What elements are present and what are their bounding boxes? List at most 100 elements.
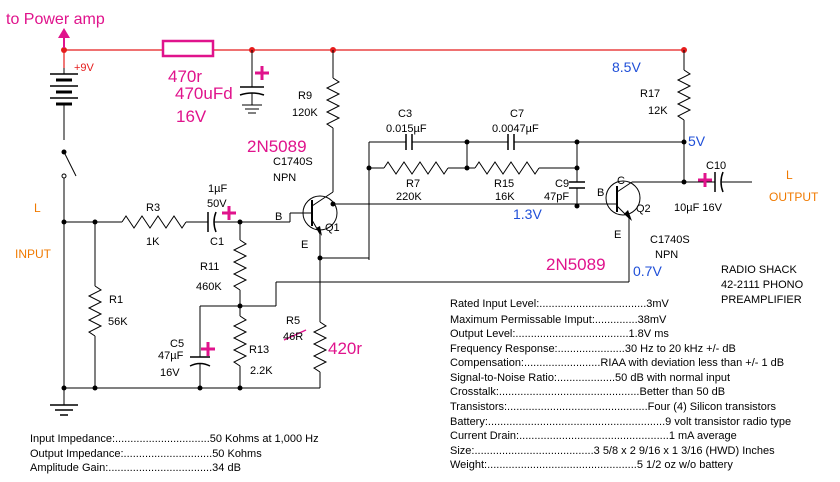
q2-collector-label: C bbox=[617, 175, 625, 187]
power-switch bbox=[61, 149, 77, 388]
r1-value: 56K bbox=[108, 316, 128, 328]
c7-value: 0.0047µF bbox=[492, 123, 539, 135]
c7-label: C7 bbox=[510, 108, 524, 120]
output-channel-label: L bbox=[786, 168, 793, 182]
r15-label: R15 bbox=[494, 178, 514, 190]
capacitor-c10 bbox=[684, 171, 752, 193]
voltage-5v: 5V bbox=[688, 133, 706, 149]
c9-label: C9 bbox=[555, 178, 569, 190]
r7-label: R7 bbox=[406, 178, 420, 190]
resistor-r5 bbox=[283, 258, 328, 388]
c5-value-1: 47µF bbox=[158, 350, 184, 362]
battery-symbol bbox=[50, 68, 78, 140]
r15-value: 16K bbox=[495, 191, 515, 203]
input-label: INPUT bbox=[15, 247, 52, 261]
spec-line: Current Drain:..........................… bbox=[450, 430, 737, 442]
resistor-r1 bbox=[87, 222, 103, 388]
c1-value-2: 50V bbox=[207, 198, 227, 210]
c5-value-2: 16V bbox=[160, 367, 180, 379]
q2-polarity-label: NPN bbox=[655, 249, 678, 261]
polarity-markers bbox=[201, 66, 712, 356]
r3-label: R3 bbox=[146, 202, 160, 214]
q2-label: Q2 bbox=[636, 203, 651, 215]
feedback-network bbox=[366, 134, 684, 260]
title-line-1: RADIO SHACK bbox=[721, 264, 797, 276]
spec-line: Transistors:............................… bbox=[450, 401, 776, 413]
r11-value: 460K bbox=[196, 281, 222, 293]
voltage-1-3v: 1.3V bbox=[513, 206, 542, 222]
plus-9v-label: +9V bbox=[74, 62, 95, 74]
c1-value-1: 1µF bbox=[208, 183, 227, 195]
spec-line: Signal-to-Noise Ratio:..................… bbox=[450, 372, 730, 384]
c10-label: C10 bbox=[706, 160, 726, 172]
r7-value: 220K bbox=[396, 191, 422, 203]
r9-value: 120K bbox=[292, 107, 318, 119]
resistor-r9 bbox=[325, 50, 341, 192]
transistor-q1 bbox=[290, 191, 369, 261]
c10-value: 10µF 16V bbox=[674, 202, 723, 214]
power-rail bbox=[58, 28, 687, 68]
c470-annotation: 470uFd bbox=[175, 84, 233, 103]
q1-type-label: C1740S bbox=[273, 156, 313, 168]
title-line-2: 42-2111 PHONO bbox=[721, 279, 804, 291]
spec-table-left: Input Impedance:........................… bbox=[30, 433, 319, 474]
q1-base-label: B bbox=[275, 211, 282, 223]
q2-base-label: B bbox=[597, 187, 604, 199]
spec-line: Output Impedance:.......................… bbox=[30, 448, 262, 460]
r11-label: R11 bbox=[200, 261, 219, 273]
r17-value: 12K bbox=[648, 105, 668, 117]
resistor-r17 bbox=[676, 50, 692, 185]
spec-line: Weight:.................................… bbox=[450, 459, 733, 471]
r5-value: 46R bbox=[283, 331, 303, 343]
voltage-0-7v: 0.7V bbox=[633, 263, 662, 279]
c3-value: 0.015µF bbox=[386, 123, 427, 135]
c5-label: C5 bbox=[170, 338, 184, 350]
c1-label: C1 bbox=[210, 236, 224, 248]
resistor-470r-box bbox=[161, 39, 215, 58]
spec-table-right: Rated Input Level:......................… bbox=[450, 298, 791, 471]
q1-part-annotation: 2N5089 bbox=[247, 137, 307, 156]
r3-value: 1K bbox=[146, 236, 160, 248]
input-network bbox=[61, 211, 291, 233]
resistor-r13 bbox=[200, 305, 276, 388]
output-label: OUTPUT bbox=[769, 190, 819, 204]
ground-rail bbox=[50, 385, 320, 416]
q2-emitter-label: E bbox=[614, 229, 621, 241]
r470-annotation: 470r bbox=[168, 67, 202, 86]
v16-annotation: 16V bbox=[176, 107, 207, 126]
title-line-3: PREAMPLIFIER bbox=[721, 294, 802, 306]
r1-label: R1 bbox=[109, 294, 123, 306]
r9-label: R9 bbox=[298, 90, 312, 102]
r13-label: R13 bbox=[249, 344, 269, 356]
r420-annotation: 420r bbox=[328, 339, 362, 358]
resistor-r11 bbox=[232, 222, 248, 309]
q2-part-annotation: 2N5089 bbox=[546, 255, 606, 274]
r13-value: 2.2K bbox=[250, 365, 273, 377]
voltage-8-5v: 8.5V bbox=[612, 59, 641, 75]
capacitor-470uf bbox=[239, 50, 265, 114]
spec-line: Amplitude Gain:.........................… bbox=[30, 462, 241, 474]
r17-label: R17 bbox=[640, 88, 660, 100]
spec-line: Output Level:...........................… bbox=[450, 328, 669, 340]
transistor-q2 bbox=[275, 180, 684, 306]
q1-emitter-label: E bbox=[301, 239, 308, 251]
spec-line: Compensation:.........................RI… bbox=[450, 357, 784, 369]
spec-line: Crosstalk:..............................… bbox=[450, 386, 725, 398]
q1-label: Q1 bbox=[325, 222, 340, 234]
r5-label: R5 bbox=[286, 315, 300, 327]
q2-type-label: C1740S bbox=[650, 234, 690, 246]
to-power-amp-annotation: to Power amp bbox=[6, 11, 105, 28]
spec-line: Battery:................................… bbox=[450, 416, 791, 428]
spec-line: Maximum Permissable Imput:..............… bbox=[450, 314, 667, 326]
input-channel-label: L bbox=[34, 201, 41, 215]
spec-line: Size:...................................… bbox=[450, 445, 775, 457]
q1-polarity-label: NPN bbox=[273, 172, 296, 184]
spec-line: Rated Input Level:......................… bbox=[450, 298, 670, 310]
capacitor-c5 bbox=[189, 306, 211, 388]
spec-line: Frequency Response:.....................… bbox=[450, 343, 736, 355]
spec-line: Input Impedance:........................… bbox=[30, 433, 319, 445]
c9-value: 47pF bbox=[544, 191, 569, 203]
c3-label: C3 bbox=[398, 108, 412, 120]
